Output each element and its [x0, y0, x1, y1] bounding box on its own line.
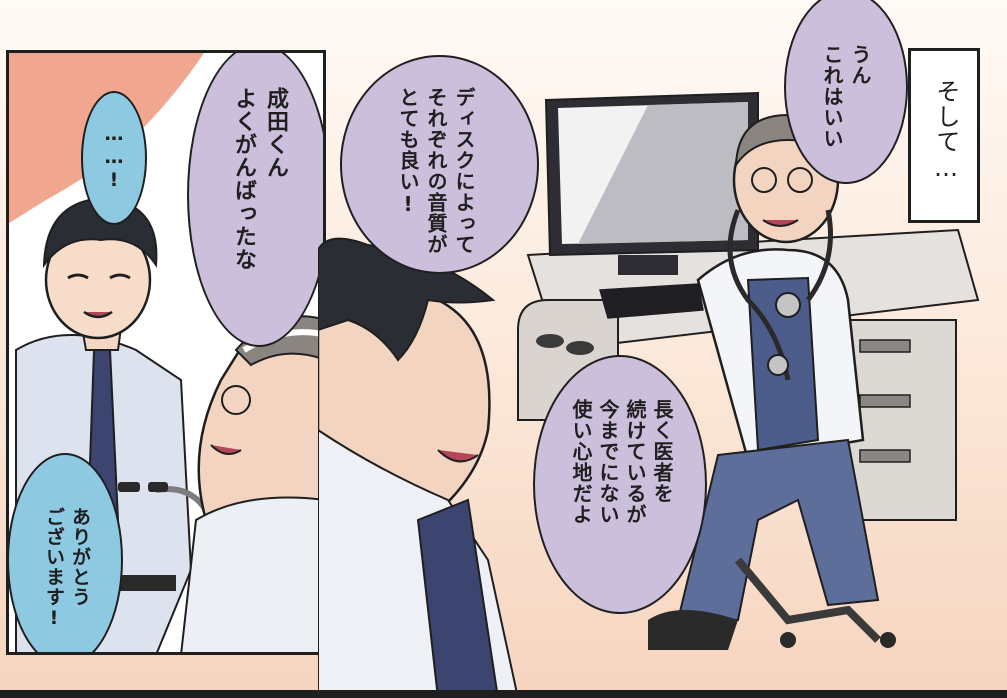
speech-bubble-thanks: ありがとう ございます! — [9, 453, 123, 652]
speech-bubble-praise: 成田くん よくがんばったな — [187, 53, 323, 347]
bubble-small-text: ……! — [103, 123, 125, 192]
bubble-thanks-text: ありがとう ございます! — [43, 507, 91, 630]
bubble-praise-text: 成田くん よくがんばったな — [231, 87, 288, 271]
left-panel: ……! 成田くん よくがんばったな ありがとう ございます! — [6, 50, 326, 655]
bubble-good-text: うん これはいい — [820, 44, 872, 149]
speech-bubble-comfort: 長く医者を 続けているが 今までにない 使い心地だよ — [533, 355, 707, 614]
bubble-disc-text: ディスクによって それぞれの音質が とても良い! — [396, 87, 476, 255]
bubble-comfort-text: 長く医者を 続けているが 今までにない 使い心地だよ — [569, 399, 674, 525]
bottom-border — [0, 690, 1007, 698]
speech-bubble-good: うん これはいい — [784, 0, 908, 184]
speech-bubble-small: ……! — [81, 91, 147, 225]
right-panel: そして… うん これはいい ディスクによって それぞれの音質が とても良い! 長… — [318, 0, 1007, 698]
speech-bubble-disc: ディスクによって それぞれの音質が とても良い! — [340, 55, 539, 274]
narration-box: そして… — [908, 48, 980, 223]
narration-text: そして… — [932, 79, 960, 183]
